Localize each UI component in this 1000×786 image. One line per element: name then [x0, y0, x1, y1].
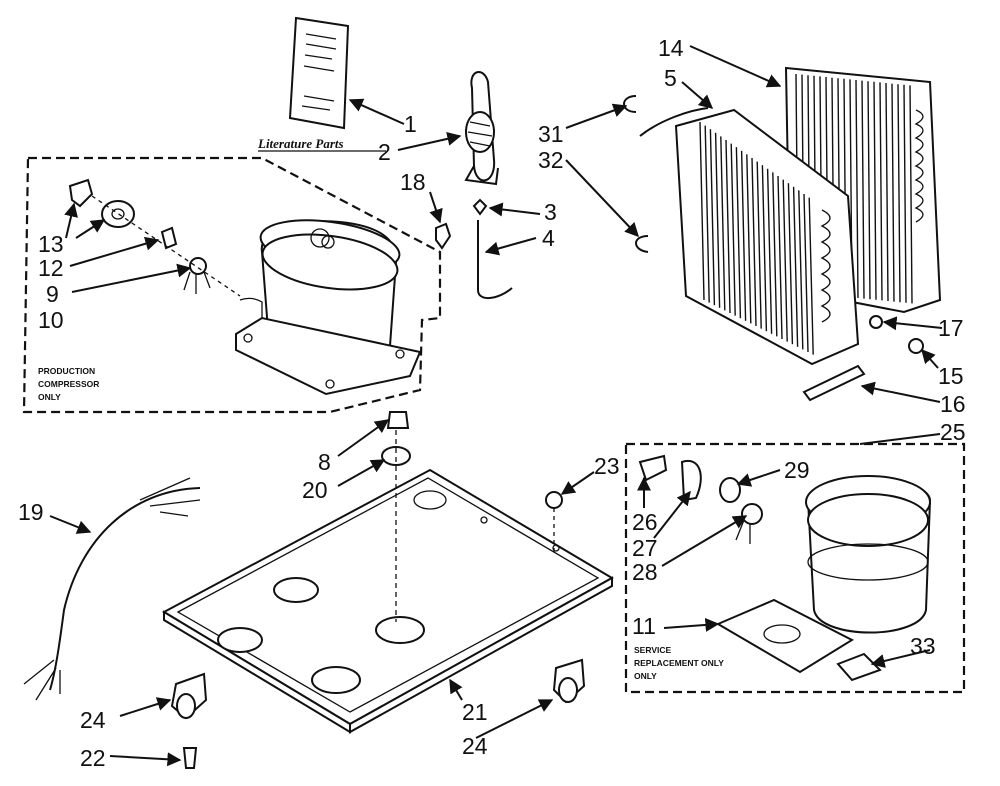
production-compressor: [235, 219, 422, 396]
svg-text:PRODUCTION: PRODUCTION: [38, 366, 95, 376]
part-9-clip: [160, 226, 178, 250]
leader-lines: [49, 45, 943, 767]
callout-29: 29: [784, 457, 810, 483]
callout-9: 9: [46, 281, 59, 307]
callout-28: 28: [632, 559, 658, 585]
part-31-clip: [623, 95, 637, 113]
part-21-base-pan: [161, 468, 615, 734]
callout-27: 27: [632, 535, 658, 561]
production-compressor-boundary: [22, 156, 442, 414]
callout-4: 4: [542, 225, 555, 251]
part-2-drier: [464, 71, 499, 186]
callout-18: 18: [400, 169, 426, 195]
callout-33: 33: [910, 633, 936, 659]
part-18-screw: [435, 222, 452, 250]
callout-1: 1: [404, 111, 417, 137]
service-compressor: [715, 475, 932, 674]
part-12-overload: [101, 200, 135, 228]
part-33-bracket: [836, 652, 882, 682]
callout-5: 5: [664, 65, 677, 91]
callout-8: 8: [318, 449, 331, 475]
callout-24-left: 24: [80, 707, 106, 733]
callout-17: 17: [938, 315, 964, 341]
callout-14: 14: [658, 35, 684, 61]
callout-32: 32: [538, 147, 564, 173]
part-8-mount: [386, 411, 410, 429]
callout-23: 23: [594, 453, 620, 479]
svg-text:ONLY: ONLY: [634, 671, 657, 681]
service-replacement-boundary: [624, 442, 966, 694]
part-10-relay: [183, 257, 211, 294]
callout-19: 19: [18, 499, 44, 525]
part-17-screw: [869, 315, 883, 329]
callout-numbers: 1 2 18 3 4 13 12 9 10 14 5 31 32 17 15 1…: [18, 35, 966, 771]
callout-11: 11: [632, 613, 656, 639]
part-5-condenser-front: [639, 107, 860, 366]
svg-text:ONLY: ONLY: [38, 392, 61, 402]
callout-21: 21: [462, 699, 488, 725]
callout-10: 10: [38, 307, 64, 333]
part-23-screw: [545, 491, 563, 552]
svg-text:SERVICE: SERVICE: [634, 645, 671, 655]
callout-2: 2: [378, 139, 391, 165]
literature-booklet: [288, 16, 350, 130]
service-replacement-note: SERVICE REPLACEMENT ONLY ONLY: [634, 645, 724, 681]
part-29-overload: [719, 477, 741, 503]
callout-3: 3: [544, 199, 557, 225]
part-26-clip: [638, 454, 668, 482]
callout-24-right: 24: [462, 733, 488, 759]
part-28-relay: [735, 503, 763, 544]
callout-31: 31: [538, 121, 564, 147]
svg-text:REPLACEMENT ONLY: REPLACEMENT ONLY: [634, 658, 724, 668]
part-20-grommet: [381, 446, 411, 466]
part-24-caster-left: [170, 672, 208, 720]
callout-15: 15: [938, 363, 964, 389]
part-3-fitting: [472, 198, 488, 216]
callout-13: 13: [38, 231, 64, 257]
callout-16: 16: [940, 391, 966, 417]
part-16-bracket: [802, 364, 866, 402]
callout-20: 20: [302, 477, 328, 503]
part-19-wiring-harness: [23, 477, 201, 701]
callout-12: 12: [38, 255, 64, 281]
part-22-screw: [182, 747, 198, 769]
callout-26: 26: [632, 509, 658, 535]
production-compressor-note: PRODUCTION COMPRESSOR ONLY: [38, 366, 99, 402]
part-15-grommet: [908, 338, 924, 354]
part-4-tube: [477, 220, 513, 299]
svg-text:COMPRESSOR: COMPRESSOR: [38, 379, 99, 389]
part-27-cover: [680, 459, 702, 502]
part-24-caster-right: [552, 658, 586, 704]
part-13-clip: [68, 178, 94, 208]
literature-parts-caption: Literature Parts: [257, 136, 344, 151]
callout-22: 22: [80, 745, 106, 771]
part-32-clip: [635, 235, 649, 253]
callout-25: 25: [940, 419, 966, 445]
